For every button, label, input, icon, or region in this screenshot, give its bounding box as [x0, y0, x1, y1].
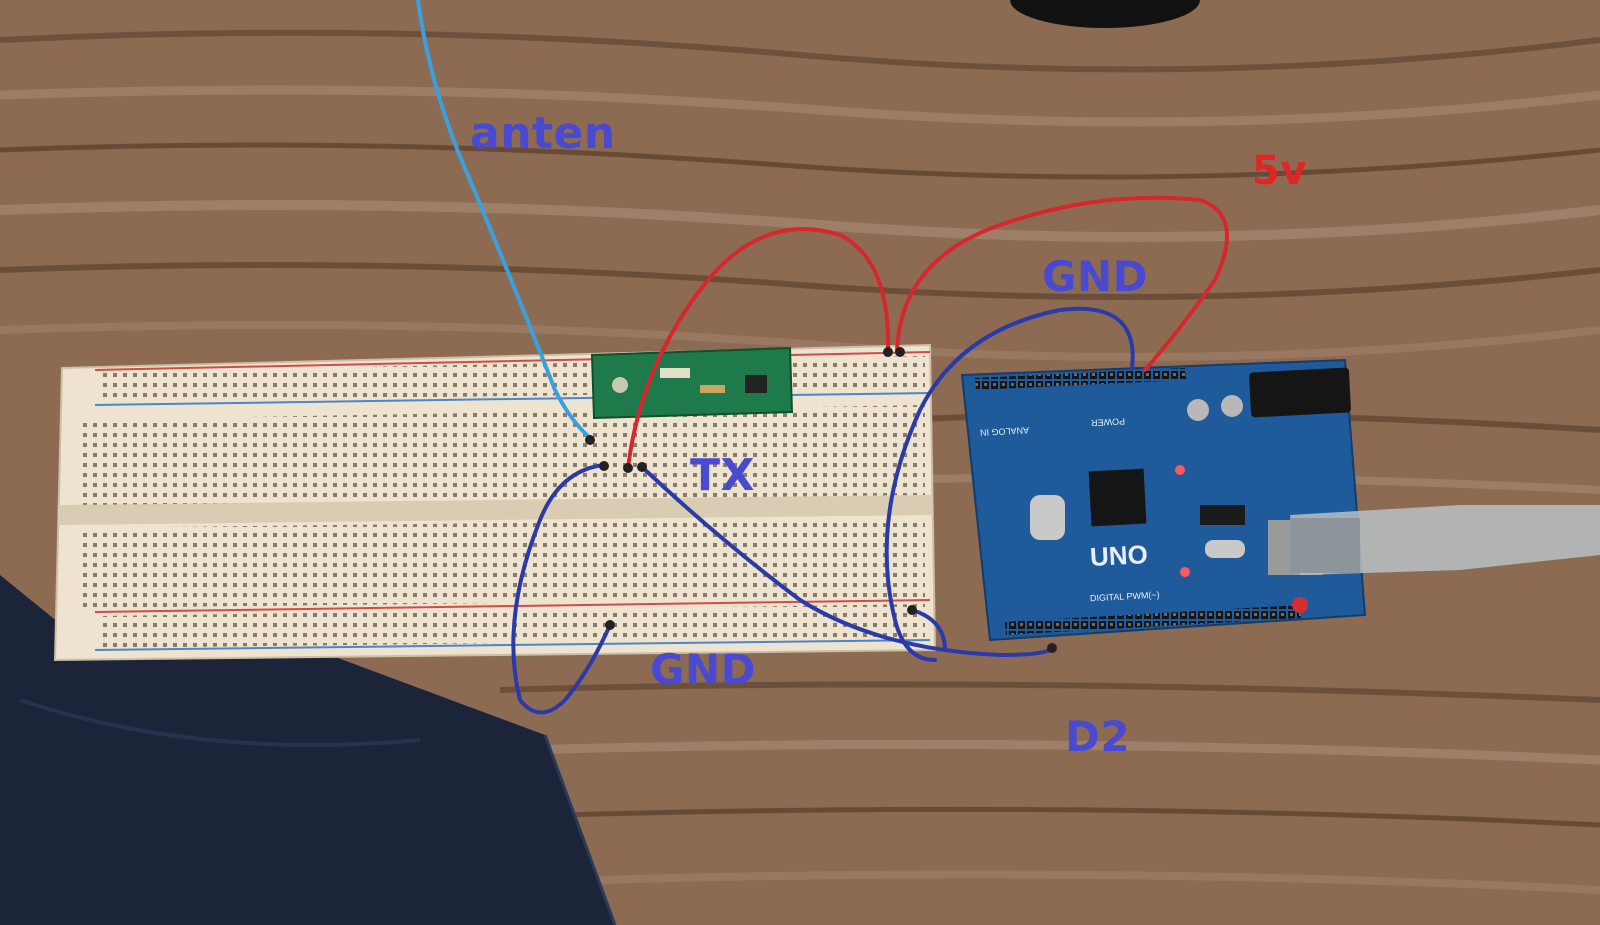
- red-wire-5v: [895, 195, 1229, 372]
- board-analog-label: ANALOG IN: [980, 425, 1029, 438]
- arduino-board: UNO POWER ANALOG IN DIGITAL PWM(~): [960, 358, 1367, 642]
- blue-wire-d2: [640, 465, 1052, 658]
- annotation-5v: 5v: [1252, 148, 1307, 194]
- annotation-gnd-top: GND: [1042, 252, 1148, 301]
- board-digital-label: DIGITAL PWM(~): [1090, 590, 1160, 604]
- annotation-anten: anten: [470, 108, 616, 159]
- blue-wire-gnd-rail: [910, 608, 947, 652]
- breadboard: [53, 343, 937, 662]
- usb-cable: [1290, 505, 1600, 575]
- board-power-label: POWER: [1090, 416, 1125, 428]
- annotation-d2: D2: [1065, 712, 1131, 761]
- rf-module: [590, 346, 794, 420]
- blue-wire-gnd-bottom: [511, 463, 612, 715]
- jeans: [0, 575, 617, 925]
- blue-wire-gnd-top: [884, 306, 1135, 662]
- black-object: [1010, 0, 1200, 28]
- annotation-tx: TX: [690, 450, 755, 501]
- red-wire-tx-vcc: [626, 227, 891, 470]
- board-name-label: UNO: [1089, 539, 1148, 572]
- annotation-gnd-bottom: GND: [650, 645, 756, 694]
- antenna-wire: [416, 0, 592, 440]
- wires: [416, 0, 1229, 715]
